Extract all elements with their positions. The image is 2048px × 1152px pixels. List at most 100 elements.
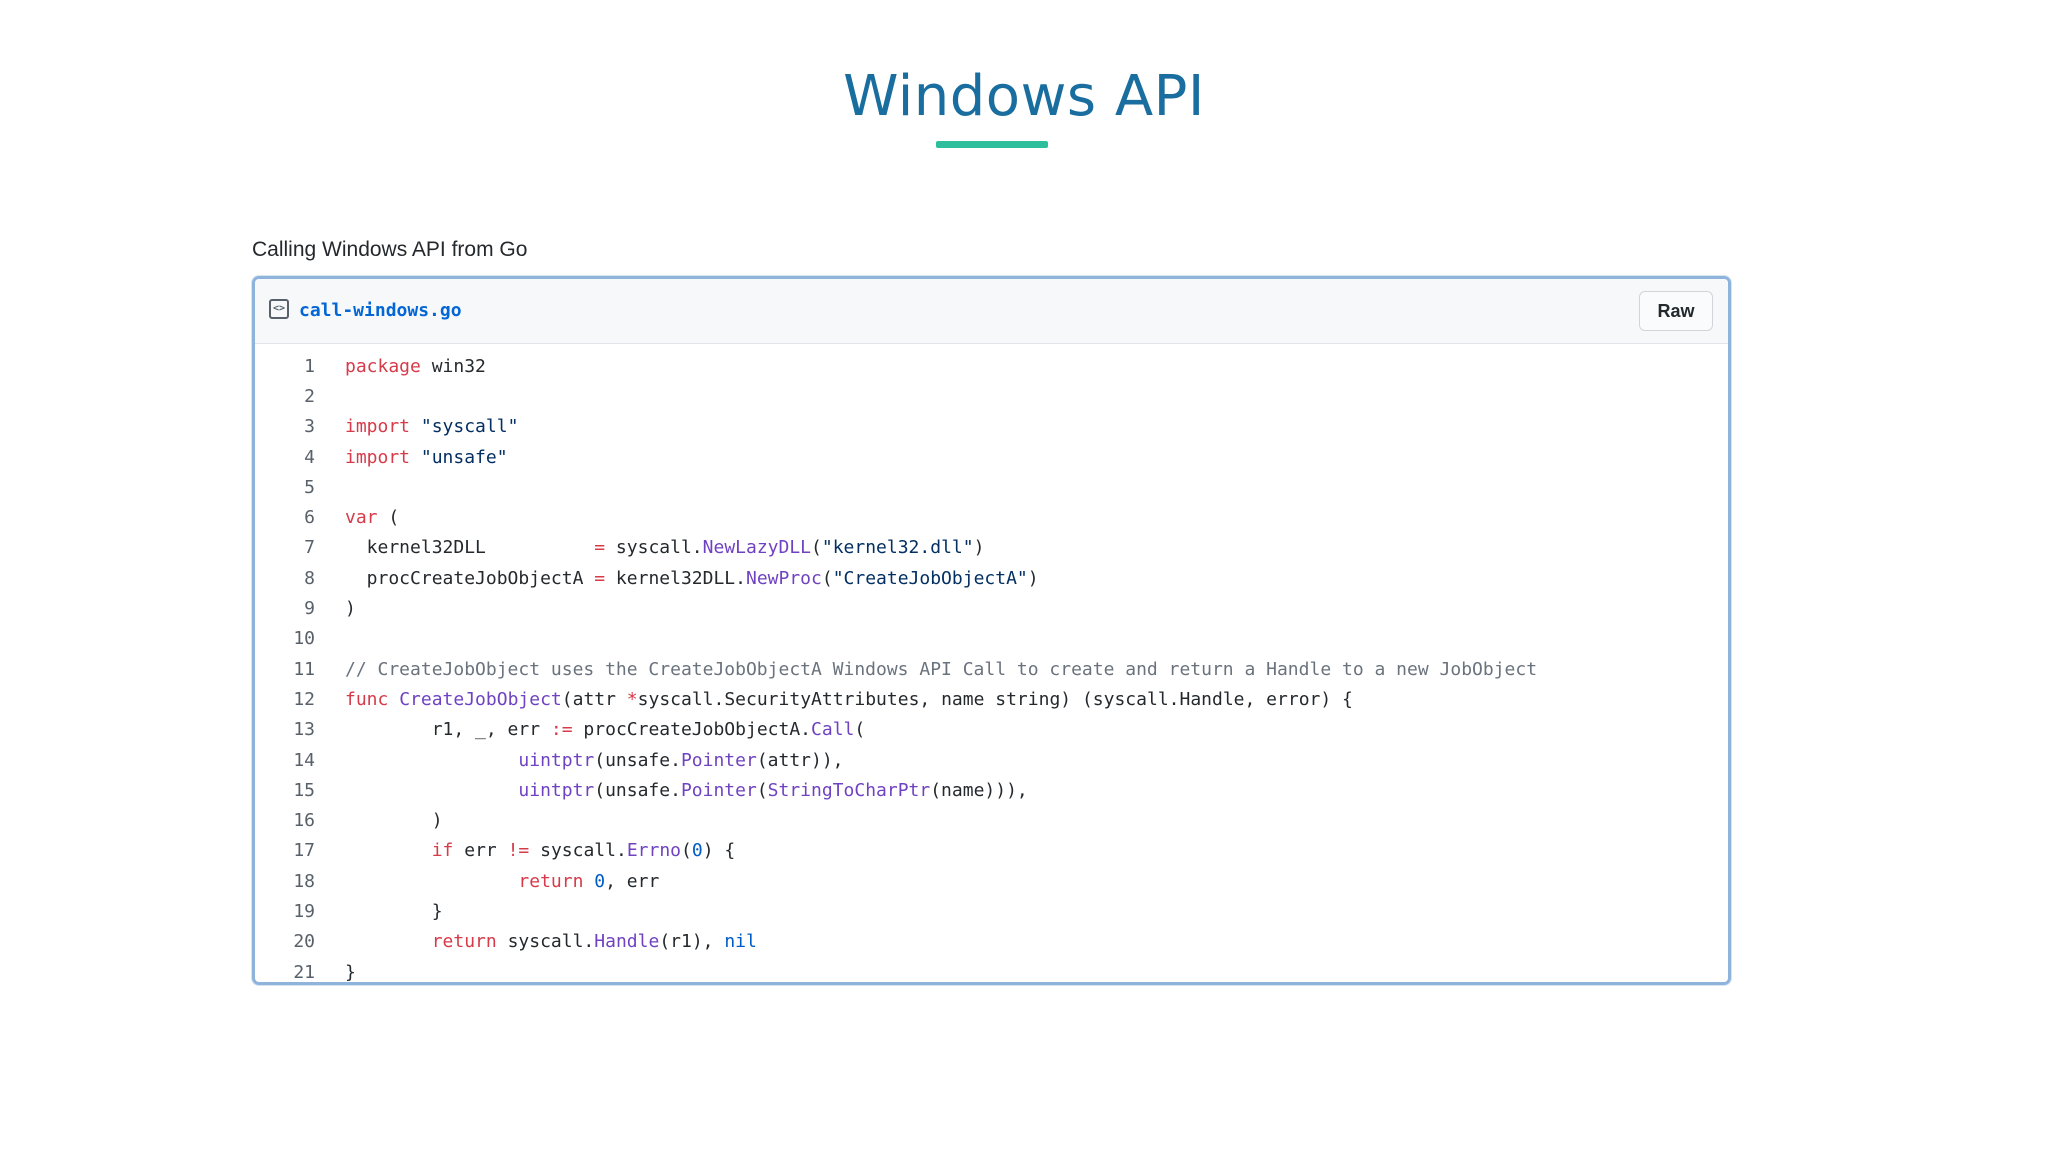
code-line: 8 procCreateJobObjectA = kernel32DLL.New… bbox=[255, 563, 1728, 593]
line-number[interactable]: 11 bbox=[293, 658, 315, 680]
line-number[interactable]: 5 bbox=[304, 476, 315, 498]
code-token: Pointer bbox=[680, 779, 757, 801]
code-token: NewLazyDLL bbox=[702, 537, 812, 559]
line-code: func CreateJobObject(attr *syscall.Secur… bbox=[315, 689, 1353, 710]
code-token: "CreateJobObjectA" bbox=[832, 567, 1028, 589]
line-number[interactable]: 3 bbox=[304, 416, 315, 438]
code-line: 17 if err != syscall.Errno(0) { bbox=[255, 836, 1728, 866]
line-number[interactable]: 6 bbox=[304, 507, 315, 529]
line-number[interactable]: 18 bbox=[293, 870, 315, 892]
raw-button[interactable]: Raw bbox=[1639, 291, 1713, 331]
code-token: Errno bbox=[626, 840, 681, 862]
code-line: 9) bbox=[255, 593, 1728, 623]
code-token: syscall. bbox=[496, 931, 595, 953]
code-token bbox=[345, 840, 432, 861]
line-number[interactable]: 13 bbox=[293, 719, 315, 741]
code-token: "kernel32.dll" bbox=[821, 537, 974, 559]
code-token: ( bbox=[681, 840, 692, 862]
code-token: CreateJobObject bbox=[399, 688, 562, 710]
code-line: 5 bbox=[255, 472, 1728, 502]
code-file-icon: <> bbox=[269, 299, 289, 319]
line-code: kernel32DLL = syscall.NewLazyDLL("kernel… bbox=[315, 537, 985, 559]
line-code: // CreateJobObject uses the CreateJobObj… bbox=[315, 659, 1537, 680]
title-underline bbox=[936, 141, 1048, 148]
code-line: 7 kernel32DLL = syscall.NewLazyDLL("kern… bbox=[255, 533, 1728, 563]
line-number[interactable]: 16 bbox=[293, 810, 315, 832]
code-line: 14 uintptr(unsafe.Pointer(attr)), bbox=[255, 745, 1728, 775]
line-number[interactable]: 14 bbox=[293, 749, 315, 771]
line-code: package win32 bbox=[315, 356, 486, 377]
code-token: nil bbox=[724, 931, 757, 953]
code-token: , err bbox=[605, 870, 660, 892]
code-token: kernel32DLL bbox=[345, 537, 595, 559]
line-number[interactable]: 2 bbox=[304, 385, 315, 407]
code-line: 20 return syscall.Handle(r1), nil bbox=[255, 927, 1728, 957]
code-token: syscall.SecurityAttributes, name string)… bbox=[637, 688, 1353, 710]
code-line: 15 uintptr(unsafe.Pointer(StringToCharPt… bbox=[255, 775, 1728, 805]
line-number[interactable]: 15 bbox=[293, 779, 315, 801]
line-code: import "syscall" bbox=[315, 416, 518, 437]
line-code: uintptr(unsafe.Pointer(StringToCharPtr(n… bbox=[315, 779, 1028, 801]
code-token: ) { bbox=[702, 840, 736, 862]
code-token: r1, _, err bbox=[345, 719, 551, 741]
line-code: procCreateJobObjectA = kernel32DLL.NewPr… bbox=[315, 568, 1039, 589]
code-token: // CreateJobObject uses the CreateJobObj… bbox=[345, 658, 1538, 680]
code-token: ) bbox=[973, 537, 985, 559]
code-token bbox=[388, 689, 399, 710]
code-token: err bbox=[453, 840, 508, 862]
line-number[interactable]: 21 bbox=[293, 961, 315, 983]
code-token: ( bbox=[811, 537, 822, 559]
code-token: ( bbox=[854, 719, 866, 741]
code-token: = bbox=[594, 537, 606, 559]
line-number[interactable]: 9 bbox=[304, 598, 315, 620]
code-token: ( bbox=[377, 507, 400, 529]
line-code: } bbox=[315, 901, 443, 922]
code-token: return bbox=[518, 870, 584, 892]
code-token: * bbox=[626, 688, 638, 710]
code-token bbox=[345, 931, 432, 952]
line-code: } bbox=[315, 962, 356, 982]
code-token: NewProc bbox=[745, 567, 822, 589]
line-number[interactable]: 17 bbox=[293, 840, 315, 862]
line-number[interactable]: 19 bbox=[293, 900, 315, 922]
code-token: import bbox=[345, 446, 411, 468]
code-token: Pointer bbox=[680, 749, 757, 771]
code-token: procCreateJobObjectA. bbox=[572, 719, 812, 741]
code-token bbox=[583, 871, 594, 892]
line-code: return syscall.Handle(r1), nil bbox=[315, 931, 757, 952]
line-number[interactable]: 4 bbox=[304, 446, 315, 468]
line-number[interactable]: 12 bbox=[293, 688, 315, 710]
line-number[interactable]: 10 bbox=[293, 628, 315, 650]
code-line: 16 ) bbox=[255, 805, 1728, 835]
line-number[interactable]: 7 bbox=[304, 537, 315, 559]
code-token: package bbox=[345, 355, 421, 377]
line-number[interactable]: 1 bbox=[304, 355, 315, 377]
code-token bbox=[345, 780, 518, 801]
code-token: ( bbox=[821, 567, 833, 589]
code-token: (unsafe. bbox=[594, 749, 681, 771]
code-token: ) bbox=[1027, 567, 1039, 589]
code-line: 21} bbox=[255, 957, 1728, 983]
code-token: (name))), bbox=[930, 779, 1028, 801]
code-token: import bbox=[345, 416, 411, 438]
gist-filename-link[interactable]: call-windows.go bbox=[299, 300, 462, 321]
line-number[interactable]: 8 bbox=[304, 567, 315, 589]
code-token: (attr)), bbox=[756, 749, 844, 771]
code-token: uintptr bbox=[518, 749, 595, 771]
code-token: if bbox=[431, 840, 454, 862]
line-number[interactable]: 20 bbox=[293, 931, 315, 953]
code-token: procCreateJobObjectA bbox=[345, 567, 595, 589]
line-code: import "unsafe" bbox=[315, 447, 508, 468]
code-token: Call bbox=[811, 719, 855, 741]
code-token bbox=[345, 750, 518, 771]
line-code: return 0, err bbox=[315, 871, 659, 892]
code-token: } bbox=[345, 900, 443, 922]
code-line: 18 return 0, err bbox=[255, 866, 1728, 896]
code-token: (r1), bbox=[659, 931, 725, 953]
code-line: 13 r1, _, err := procCreateJobObjectA.Ca… bbox=[255, 715, 1728, 745]
